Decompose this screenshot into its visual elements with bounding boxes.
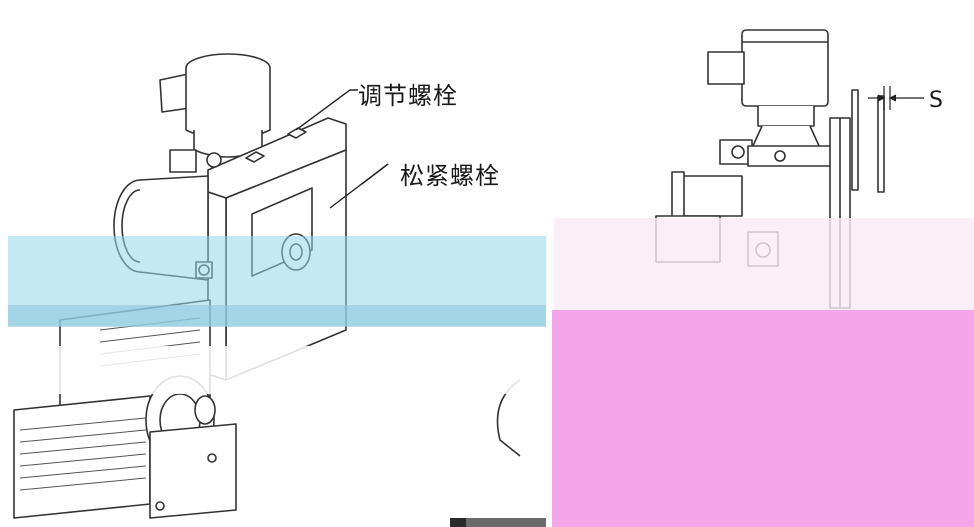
- artifact-band: [450, 518, 466, 527]
- adjust-bolt-leader: [295, 89, 358, 131]
- gap-plate: [851, 89, 859, 191]
- left-isometric-drawing: [8, 53, 546, 519]
- adjust-bolt-head: [287, 127, 307, 139]
- motor-base-block: [149, 423, 237, 519]
- side-pipe-stub: [707, 51, 745, 85]
- motor-body-lower: [13, 395, 151, 519]
- gap-s-label: S: [929, 88, 944, 113]
- side-flange: [747, 145, 837, 167]
- gap-s-dimension: [868, 86, 924, 110]
- valve-fitting: [169, 149, 197, 173]
- artifact-band: [552, 310, 974, 527]
- artifact-band: [450, 518, 546, 527]
- adjust-bolt-label: 调节螺栓: [358, 82, 458, 110]
- loosen-bolt-label: 松紧螺栓: [400, 162, 500, 190]
- artifact-band: [554, 218, 974, 318]
- side-neck-cone: [751, 125, 821, 149]
- filter-cap-body: [185, 68, 271, 141]
- artifact-band: [8, 346, 546, 394]
- artifact-band: [8, 305, 546, 327]
- side-inlet-pipe: [681, 175, 743, 217]
